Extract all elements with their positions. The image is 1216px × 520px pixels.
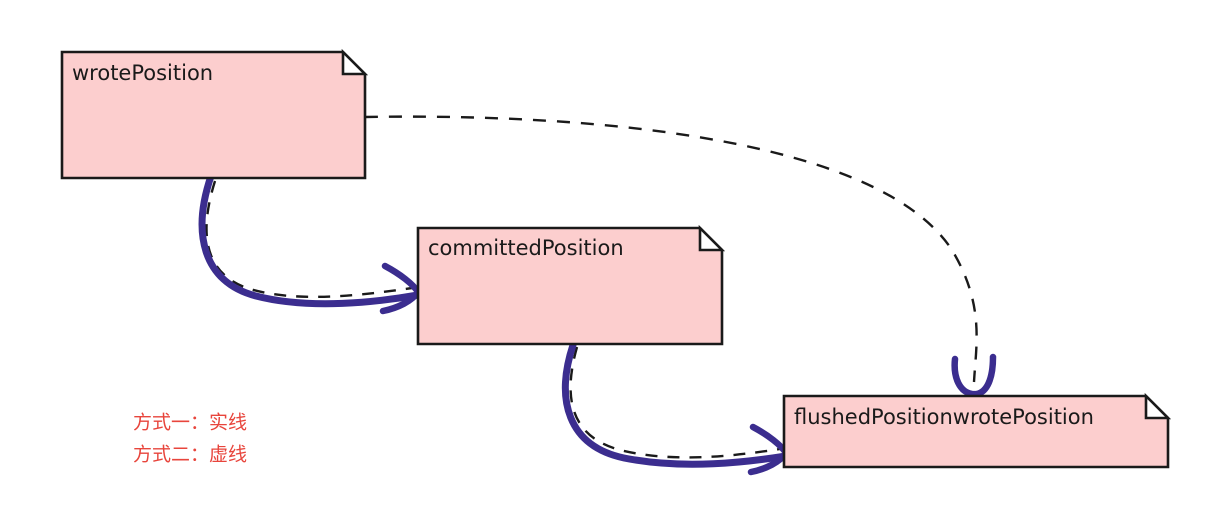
connector-wrote-to-flushed-long[interactable] (364, 115, 997, 398)
note-flushed-position-wrote-position-body (782, 394, 1170, 469)
connector-wrote-to-flushed-long-line (364, 115, 978, 383)
connector-committed-to-flushed[interactable] (562, 341, 790, 476)
note-committed-position[interactable]: committedPosition (416, 224, 726, 346)
legend-line-dashed: 方式二：虚线 (133, 444, 247, 466)
note-wrote-position-body (60, 50, 367, 180)
connector-committed-to-flushed-dashed (569, 346, 781, 459)
note-wrote-position-label: wrotePosition (72, 61, 213, 85)
note-flushed-position-wrote-position[interactable]: flushedPositionwrotePosition (782, 392, 1172, 469)
connector-wrote-to-committed-arrowhead (379, 262, 422, 315)
connector-wrote-to-committed-dashed (205, 180, 413, 299)
note-flushed-position-wrote-position-label: flushedPositionwrotePosition (794, 405, 1094, 429)
note-committed-position-fold (698, 224, 726, 252)
note-committed-position-body (416, 226, 724, 346)
connector-committed-to-flushed-arrowhead (747, 423, 790, 476)
note-wrote-position[interactable]: wrotePosition (60, 48, 369, 180)
note-flushed-position-wrote-position-fold (1144, 392, 1172, 420)
legend: 方式一：实线 方式二：虚线 (133, 412, 247, 466)
connector-wrote-to-committed[interactable] (198, 172, 422, 315)
connector-wrote-to-flushed-long-arrowhead (951, 353, 997, 398)
legend-line-solid: 方式一：实线 (133, 412, 247, 434)
note-wrote-position-fold (341, 48, 369, 76)
connector-committed-to-flushed-solid (562, 341, 790, 468)
connector-wrote-to-committed-solid (198, 172, 422, 308)
note-committed-position-label: committedPosition (428, 236, 624, 260)
